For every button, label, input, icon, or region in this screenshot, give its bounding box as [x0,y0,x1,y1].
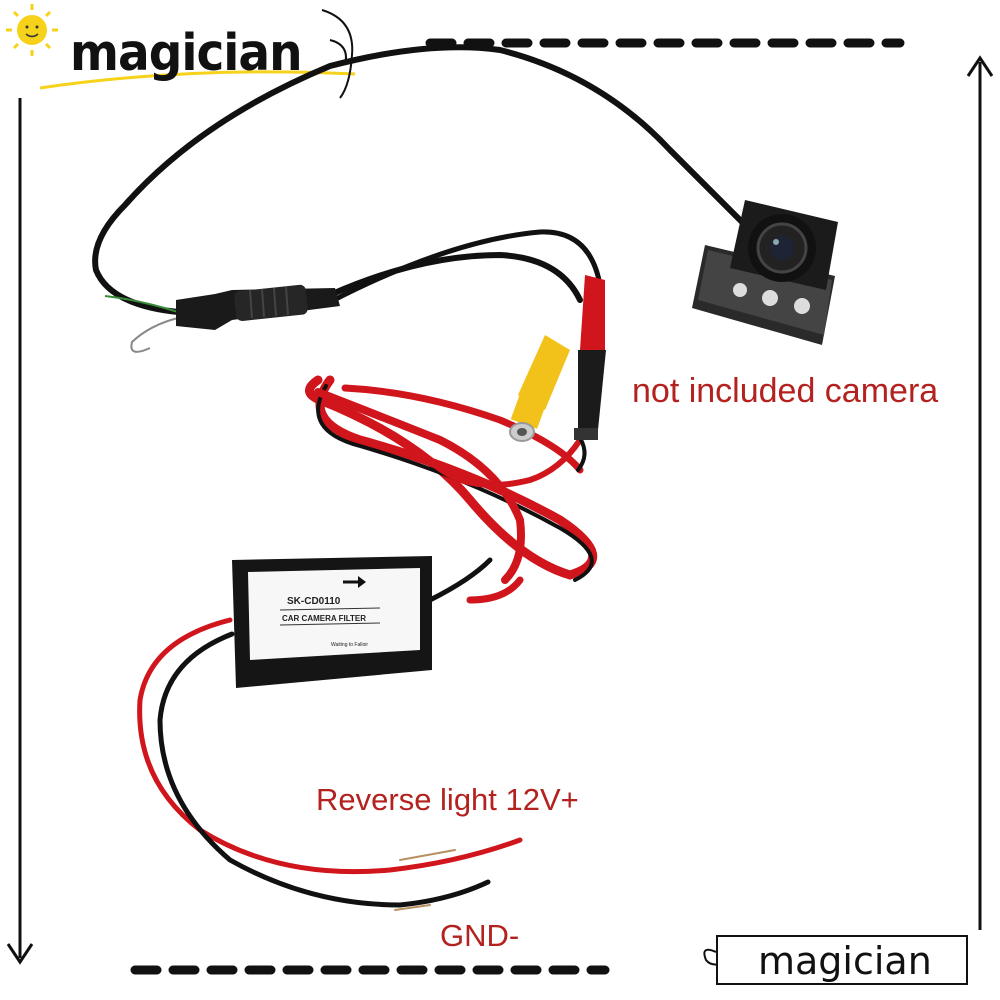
left-arrow-head-icon [6,943,34,965]
cable-connector [176,284,340,330]
brand-logo-bottom: magician [758,939,932,983]
brand-logo-top: magician [70,23,303,84]
camera-unit [692,200,838,345]
camera-cable [92,44,748,315]
logo-swirl-icon [321,9,354,99]
pigtail-wires [104,295,179,353]
filter-name-text: CAR CAMERA FILTER [282,614,366,623]
camera-filter-box [232,556,432,688]
right-arrow-head-icon [966,55,994,77]
sun-icon [6,4,58,56]
rca-connectors [509,275,606,442]
filter-model-text: SK-CD0110 [287,596,341,607]
brand-logo-bottom-box: magician [716,935,968,985]
reverse-wire-label: Reverse light 12V+ [316,782,579,817]
red-power-wire [305,375,598,604]
ground-wire-label: GND- [440,918,520,953]
filter-note-text: Waiting to Falloir [331,642,369,648]
camera-note-label: not included camera [632,372,939,410]
filter-wires [137,557,523,911]
